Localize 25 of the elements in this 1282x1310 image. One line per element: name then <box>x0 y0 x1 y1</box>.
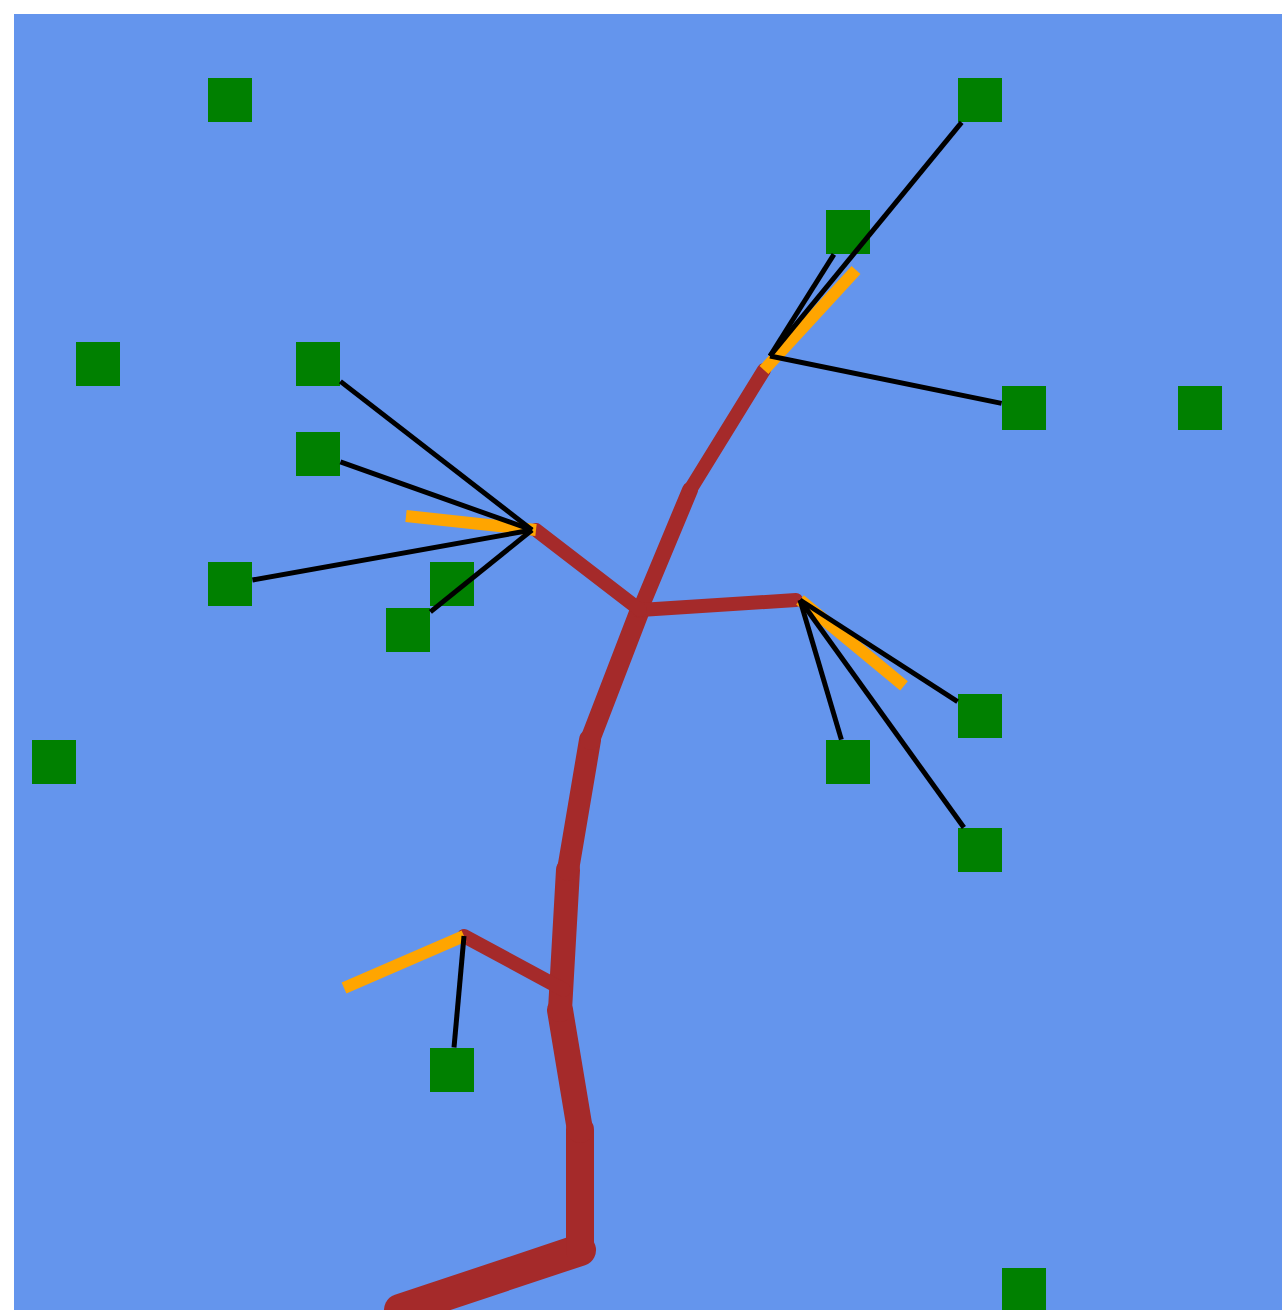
leaf-square <box>430 1048 474 1092</box>
leaf-square <box>32 740 76 784</box>
attraction-line <box>251 527 533 583</box>
leaf-square <box>958 828 1002 872</box>
leaf-square <box>208 562 252 606</box>
leaf-square <box>958 694 1002 738</box>
attraction-line <box>428 528 534 614</box>
attraction-line <box>769 353 1003 406</box>
attraction-line <box>338 379 534 532</box>
leaf-square <box>958 78 1002 122</box>
leaf-square <box>76 342 120 386</box>
leaf-square <box>208 78 252 122</box>
leaf-square <box>1178 386 1222 430</box>
attraction-line <box>797 599 844 741</box>
attraction-line <box>768 120 964 358</box>
attraction-line <box>798 598 966 830</box>
attraction-line <box>767 253 837 358</box>
leaf-square <box>296 432 340 476</box>
attraction-line <box>451 935 467 1048</box>
leaf-square <box>296 342 340 386</box>
leaf-square <box>386 608 430 652</box>
attraction-line <box>798 597 959 704</box>
attraction-line <box>339 459 533 533</box>
leaf-square <box>826 740 870 784</box>
leaf-square <box>1002 386 1046 430</box>
